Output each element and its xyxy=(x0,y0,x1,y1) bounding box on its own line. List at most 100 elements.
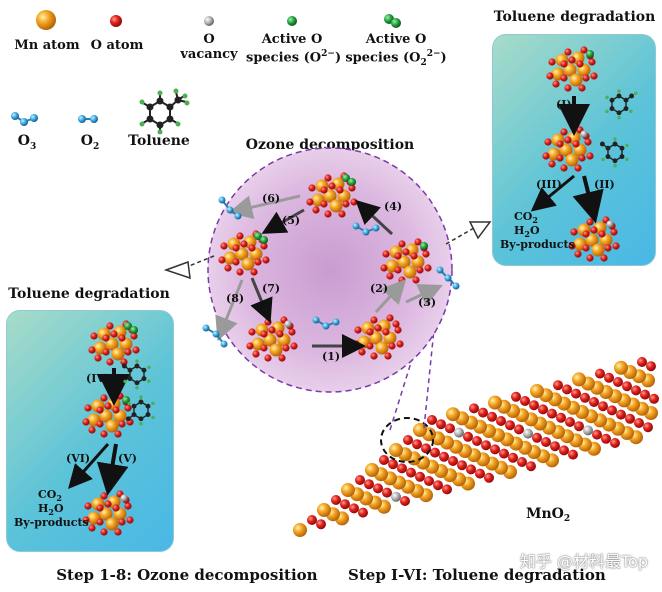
o-atom xyxy=(580,46,588,54)
legend-active-o2-close: ) xyxy=(440,50,447,66)
o-atom xyxy=(588,58,596,66)
active-o2-species xyxy=(260,236,268,244)
o-atom xyxy=(88,346,96,354)
mn-atom xyxy=(105,517,119,531)
toluene-left-title: Toluene degradation xyxy=(8,286,170,302)
o-atom xyxy=(224,264,232,272)
o-atom xyxy=(546,72,554,80)
o-atom xyxy=(572,140,580,148)
legend-active-o2-line2: species (O xyxy=(345,50,421,66)
o-atom xyxy=(556,154,564,162)
caption-part-1: Step 1-8: Ozone decomposition xyxy=(56,566,318,584)
o-atom xyxy=(388,342,396,350)
o-atom xyxy=(120,358,128,366)
o-atom xyxy=(320,186,328,194)
slab-o-atom xyxy=(532,432,542,443)
o-atom xyxy=(260,330,268,338)
o-atom xyxy=(312,206,320,214)
legend-active-o-label: Active O species (O2−) xyxy=(246,32,341,66)
cycle-arrow-3 xyxy=(405,284,443,306)
active-o2-species xyxy=(342,174,350,182)
slab-o-atom xyxy=(478,407,488,418)
o3-molecule-icon xyxy=(11,112,38,126)
mn-atom xyxy=(99,409,113,423)
step-label-II: (II) xyxy=(594,178,615,191)
o-atom xyxy=(382,250,390,258)
o-atom xyxy=(118,420,126,428)
slab-o-atom xyxy=(472,436,482,446)
active-o-species xyxy=(586,50,594,58)
o-atom xyxy=(88,426,96,434)
o-atom xyxy=(366,328,374,336)
slab-o-atom xyxy=(592,429,602,440)
legend-o3-sub: 3 xyxy=(29,141,37,152)
slab-mn-atom xyxy=(365,463,379,477)
o-atom xyxy=(100,430,108,438)
o-atom xyxy=(394,252,402,260)
toluene-molecule-icon xyxy=(139,88,190,135)
slab-o-atom xyxy=(547,408,557,419)
slab-o-atom xyxy=(358,507,368,518)
o-atom xyxy=(240,240,248,248)
slab-o-atom xyxy=(382,487,392,498)
slab-o-atom xyxy=(610,438,620,448)
o-atom xyxy=(380,264,388,272)
active-o2-species xyxy=(124,322,132,330)
o-atom xyxy=(358,348,366,356)
o-vacancy xyxy=(284,320,292,328)
legend-active-o-charge: 2− xyxy=(321,49,335,59)
o-atom xyxy=(416,266,424,274)
cycle-arrow-5 xyxy=(261,208,305,234)
o-atom xyxy=(308,184,316,192)
step-label-I: (I) xyxy=(556,98,572,111)
o-atom xyxy=(118,334,126,342)
dashed-arrow-to-left-panel xyxy=(183,255,215,269)
dashed-arrow-to-right-panel xyxy=(445,227,475,245)
slab-o-atom xyxy=(598,401,608,412)
slab-o-atom xyxy=(355,475,365,485)
o-atom xyxy=(84,502,92,510)
o-atom xyxy=(218,256,226,264)
legend-active-o-line2: species (O xyxy=(246,50,322,66)
o-atom xyxy=(306,198,314,206)
o-atom xyxy=(552,80,560,88)
mn-atom xyxy=(235,247,249,261)
o-atom xyxy=(248,244,256,252)
cycle-label-1: (1) xyxy=(322,350,340,363)
legend-active-o2-sub: 2 xyxy=(420,57,427,68)
step-label-V: (V) xyxy=(118,452,137,465)
o-atom xyxy=(578,154,586,162)
cluster-right-top xyxy=(546,46,598,92)
slab-o-atom xyxy=(427,415,437,425)
cluster-c-left xyxy=(218,230,270,276)
surface-site-highlight xyxy=(380,417,434,463)
mn-atom xyxy=(397,255,411,269)
slab-mn-atom xyxy=(572,372,586,387)
active-o2-species xyxy=(254,232,262,240)
mno2-slab xyxy=(293,357,659,537)
o-atom xyxy=(422,250,430,258)
o-atom xyxy=(570,228,578,236)
o-atom xyxy=(104,500,112,508)
toluene-right-a xyxy=(605,89,638,120)
dashed-arrowhead-right xyxy=(468,221,492,240)
o-atom xyxy=(414,238,422,246)
o-atom xyxy=(118,518,126,526)
o-atom xyxy=(604,244,612,252)
slab-mn-atom xyxy=(317,503,331,517)
o-atom xyxy=(582,74,590,82)
ozone-title: Ozone decomposition xyxy=(245,137,415,153)
o-atom xyxy=(130,332,138,340)
toluene-left-b xyxy=(125,395,155,426)
slab-o-atom xyxy=(508,452,518,463)
o-atom xyxy=(354,326,362,334)
slab-mn-atom xyxy=(389,443,403,457)
o-atom xyxy=(220,242,228,250)
slab-o-atom xyxy=(574,421,584,432)
o3-molecule-4 xyxy=(352,222,380,236)
o-atom xyxy=(96,406,104,414)
slab-o-atom xyxy=(457,460,467,471)
slab-o-atom xyxy=(550,441,560,452)
slab-o-atom xyxy=(487,411,497,422)
slab-o-atom xyxy=(496,416,506,426)
